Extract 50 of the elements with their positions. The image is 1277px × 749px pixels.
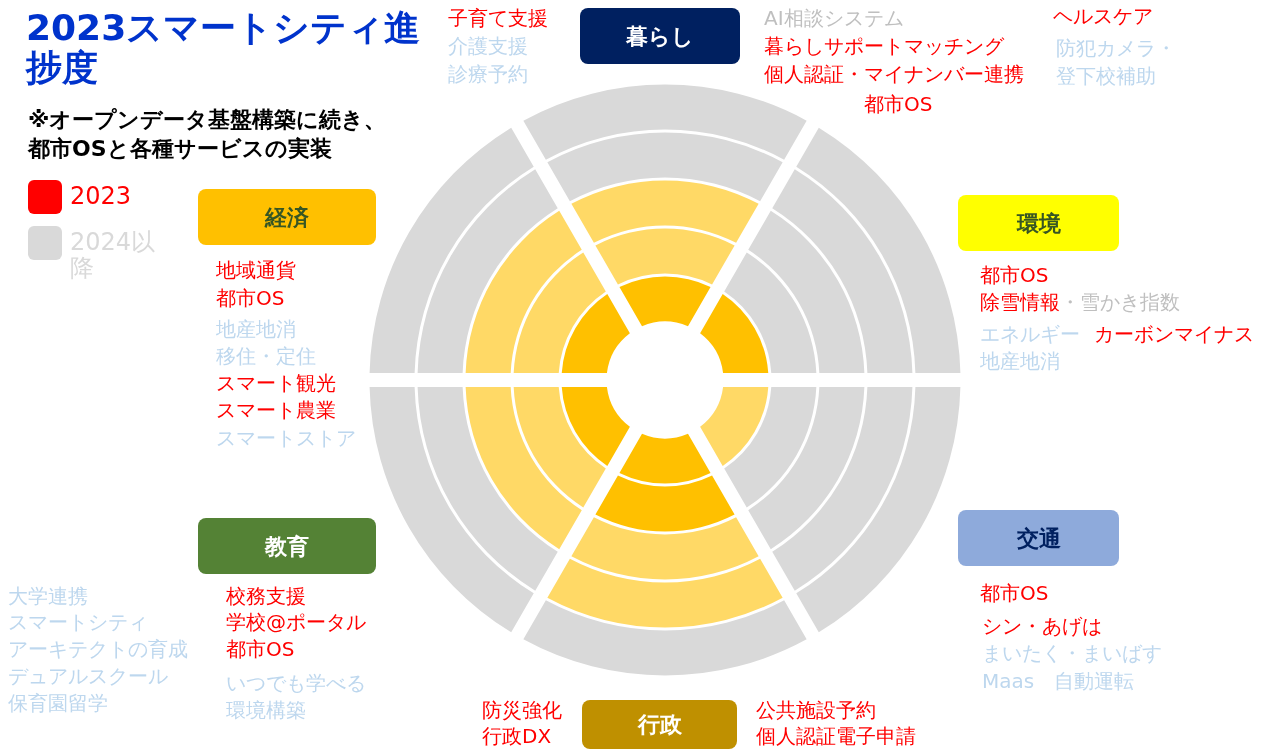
service-item: 保育園留学 [8,691,108,715]
service-item: アーキテクトの育成 [8,637,188,661]
service-item: 行政DX [482,724,552,748]
service-item: 都市OS [864,92,933,116]
service-item: 防犯カメラ・ [1056,36,1176,60]
service-item: Maas 自動運転 [982,669,1135,693]
service-item: 個人認証電子申請 [756,724,916,748]
service-item: AI相談システム [764,6,904,30]
category-box: 暮らし [580,8,740,64]
subtitle-note: ※オープンデータ基盤構築に続き、都市OSと各種サービスの実装 [28,106,388,163]
service-item: スマートシティ [8,610,148,634]
service-item: いつでも学べる [226,671,366,695]
service-item: 防災強化 [482,698,562,722]
service-item: 個人認証・マイナンバー連携 [764,62,1024,86]
service-item: 公共施設予約 [756,698,876,722]
service-item: ヘルスケア [1053,4,1153,28]
service-item: 除雪情報 [980,290,1060,314]
service-item: 学校@ポータル [226,610,366,634]
service-item: 介護支援 [448,34,528,58]
service-item: 移住・定住 [216,344,316,368]
category-box: 経済 [198,189,376,245]
service-item: 都市OS [980,263,1049,287]
category-box: 行政 [582,700,737,749]
service-item: エネルギー [980,322,1080,346]
service-item: 暮らしサポートマッチング [764,34,1004,58]
service-item: スマート観光 [216,371,336,395]
service-item: 地域通貨 [216,258,296,282]
service-item: 校務支援 [226,584,306,608]
service-item: シン・あげは [982,614,1102,638]
service-item: デュアルスクール [8,664,168,688]
service-item: スマート農業 [216,398,336,422]
service-item: 大学連携 [8,584,88,608]
diagram-title: 2023スマートシティ進捗度 [26,8,422,89]
category-box: 教育 [198,518,376,574]
legend-label: 2023 [70,183,133,210]
service-item: 診療予約 [448,62,528,86]
service-item: 地産地消 [980,349,1060,373]
service-item: スマートストア [216,426,356,450]
service-item: まいたく・まいばす [982,641,1162,665]
category-box: 環境 [958,195,1119,251]
service-item: 登下校補助 [1056,64,1156,88]
service-item: 子育て支援 [448,6,548,30]
service-item: 都市OS [216,286,285,310]
service-item: 環境構築 [226,698,306,722]
service-item: カーボンマイナス [1094,322,1254,346]
category-box: 交通 [958,510,1119,566]
service-item: ・雪かき指数 [1060,290,1180,314]
service-item: 都市OS [226,637,295,661]
service-item: 都市OS [980,581,1049,605]
service-item: 地産地消 [216,317,296,341]
